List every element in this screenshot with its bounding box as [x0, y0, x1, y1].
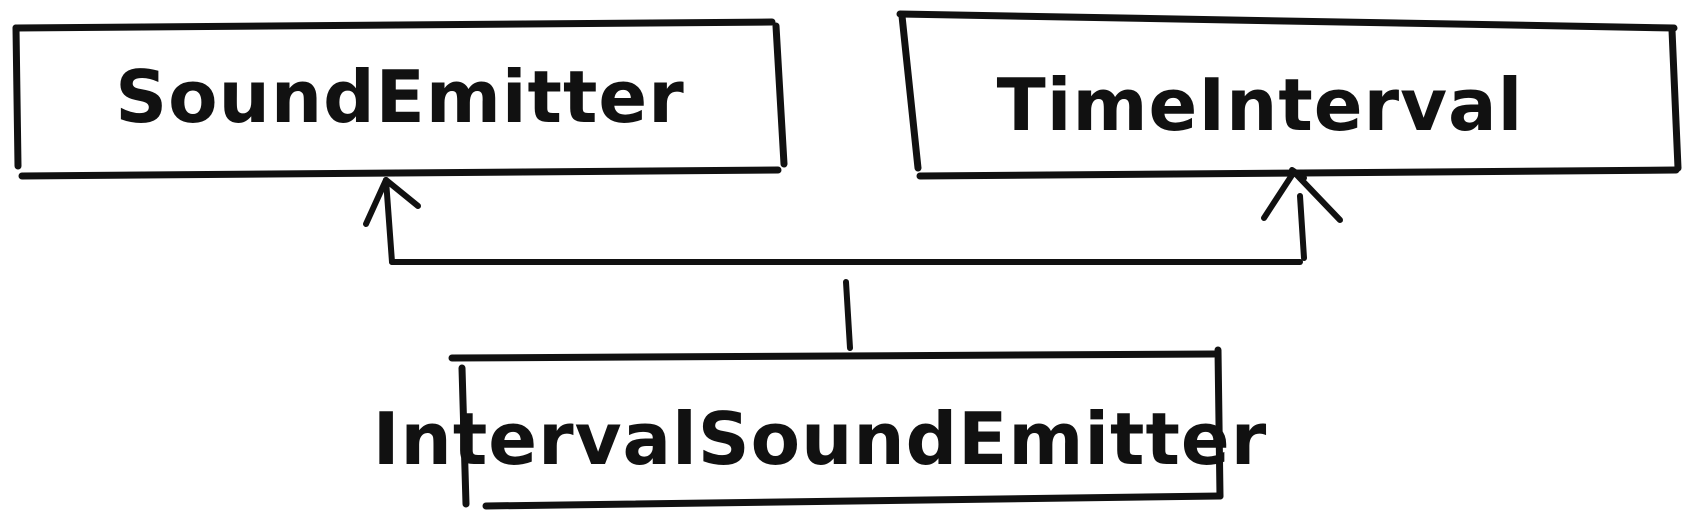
- arrowhead-sound-emitter: [363, 177, 421, 227]
- class-name-time-interval: TimeInterval: [997, 63, 1524, 147]
- inheritance-connector: [383, 177, 1307, 351]
- connector-to-sound-emitter: [383, 177, 395, 265]
- connector-stem: [843, 279, 853, 351]
- class-name-sound-emitter: SoundEmitter: [115, 55, 684, 139]
- class-box-time-interval: TimeInterval: [896, 10, 1682, 180]
- arrowhead-time-interval: [1261, 167, 1343, 223]
- class-box-interval-sound-emitter: IntervalSoundEmitter: [373, 346, 1267, 510]
- class-box-sound-emitter: SoundEmitter: [12, 18, 788, 180]
- class-name-interval-sound-emitter: IntervalSoundEmitter: [373, 397, 1267, 481]
- connector-to-time-interval: [1297, 193, 1307, 261]
